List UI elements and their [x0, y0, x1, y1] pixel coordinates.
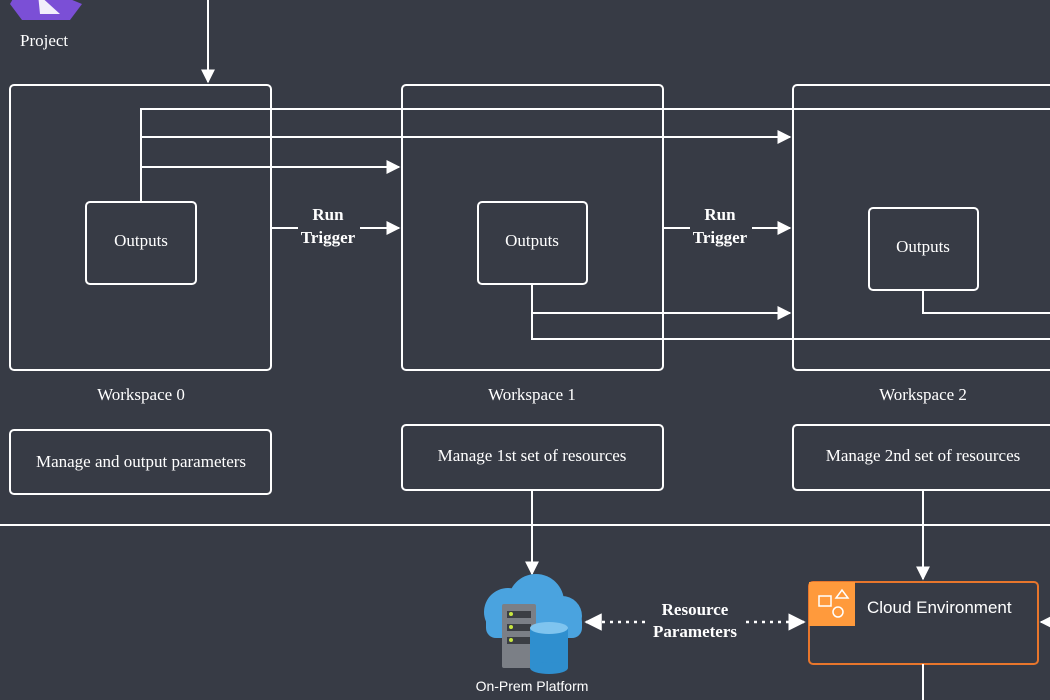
run-trigger-1-label-line1: Run [704, 205, 736, 224]
workspace-2-box [792, 84, 1050, 371]
ws2-outputs-to-beyond-line [922, 290, 1050, 314]
cloud-environment-label: Cloud Environment [867, 598, 1012, 617]
workspace-2-description: Manage 2nd set of resources [826, 446, 1021, 465]
ws1-outputs-to-workspace-2-arrow [531, 284, 792, 320]
workspace-0-outputs-label: Outputs [114, 231, 168, 250]
cloud-shapes-icon [809, 582, 855, 626]
ws0-outputs-to-beyond-line [140, 108, 1050, 202]
run-trigger-0-label-line1: Run [312, 205, 344, 224]
workspace-1-description: Manage 1st set of resources [438, 446, 627, 465]
ws1-outputs-to-beyond-line [531, 313, 1050, 340]
resource-parameters-label-line1: Resource [662, 600, 729, 619]
workspace-1-title: Workspace 1 [488, 385, 576, 404]
workspace-0-description-box [9, 429, 272, 495]
cloud-server-database-icon [484, 574, 582, 674]
project-icon [10, 0, 82, 20]
workspace-0-description: Manage and output parameters [36, 452, 246, 471]
workspace-2-description-box [792, 424, 1050, 491]
on-prem-label: On-Prem Platform [476, 678, 589, 694]
run-trigger-0-label-line2: Trigger [301, 228, 356, 247]
workspace-2-title: Workspace 2 [879, 385, 967, 404]
resource-parameters-label-line2: Parameters [653, 622, 737, 641]
workspace-2-outputs-label: Outputs [896, 237, 950, 256]
project-label: Project [20, 31, 68, 50]
workspace-1-outputs-label: Outputs [505, 231, 559, 250]
workspace-0-title: Workspace 0 [97, 385, 185, 404]
run-trigger-1-label-line2: Trigger [693, 228, 748, 247]
